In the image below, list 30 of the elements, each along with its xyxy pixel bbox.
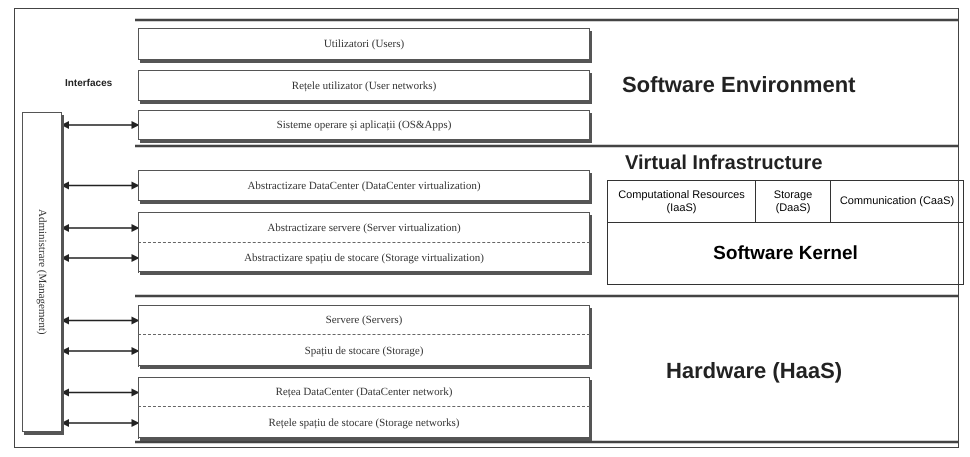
section-heading: Software Environment	[622, 72, 856, 98]
layer-box	[138, 212, 590, 272]
double-arrow	[61, 388, 140, 396]
double-arrow	[61, 419, 140, 427]
layer-box: Rețele spațiu de stocare (Storage networks)	[138, 407, 590, 439]
layer-box: Sisteme operare și aplicații (OS&Apps)	[138, 110, 590, 140]
double-arrow	[61, 224, 140, 232]
double-arrow	[61, 347, 140, 355]
layer-box: Rețea DataCenter (DataCenter network)	[138, 378, 590, 407]
double-arrow	[61, 121, 140, 129]
layer-box: Servere (Servers)	[138, 306, 590, 335]
layer-box: Abstractizare DataCenter (DataCenter virtualization)	[138, 170, 590, 201]
service-cell: Software Kernel	[607, 222, 964, 285]
double-arrow	[61, 316, 140, 324]
layer-box	[138, 377, 590, 438]
service-table	[607, 152, 964, 285]
double-arrow	[61, 254, 140, 262]
layer-box	[138, 305, 590, 366]
service-cell: Computational Resources (IaaS)	[607, 180, 756, 223]
table-heading: Virtual Infrastructure	[625, 152, 822, 175]
layer-box: Abstractizare spațiu de stocare (Storage virtualization)	[138, 243, 590, 273]
interfaces-label: Interfaces	[65, 78, 112, 89]
management-bar: Administrare (Management)	[22, 112, 62, 432]
layer-box: Abstractizare servere (Server virtualization)	[138, 213, 590, 243]
service-cell: Communication (CaaS)	[830, 180, 964, 223]
double-arrow	[61, 182, 140, 190]
layer-box: Spațiu de stocare (Storage)	[138, 335, 590, 367]
layer-box: Utilizatori (Users)	[138, 28, 590, 60]
layer-box: Rețele utilizator (User networks)	[138, 70, 590, 101]
section-heading: Hardware (HaaS)	[666, 358, 842, 384]
